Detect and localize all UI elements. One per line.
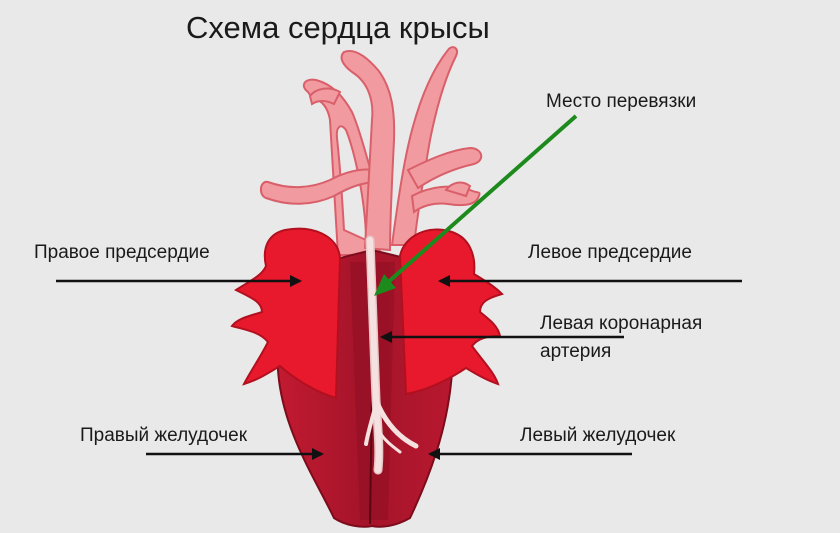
left-atrium-label: Левое предсердие (528, 242, 692, 263)
great-vessels (260, 46, 483, 256)
ligation-pointer (374, 114, 578, 296)
diagram-title: Схема сердца крысы (186, 10, 490, 45)
right-atrium-label: Правое предсердие (34, 242, 210, 263)
right-ventricle-label: Правый желудочек (80, 425, 248, 446)
left-coronary-label-line1: Левая коронарная (540, 313, 703, 334)
right-atrium-shape (230, 227, 342, 400)
left-ventricle-label: Левый желудочек (520, 425, 676, 446)
left-atrium-shape (398, 228, 504, 396)
left-coronary-artery (364, 235, 419, 475)
leader-lines (56, 279, 742, 456)
ligation-site-label: Место перевязки (546, 91, 697, 112)
left-coronary-label-line2: артерия (540, 341, 612, 362)
leader-arrowheads (290, 275, 450, 460)
